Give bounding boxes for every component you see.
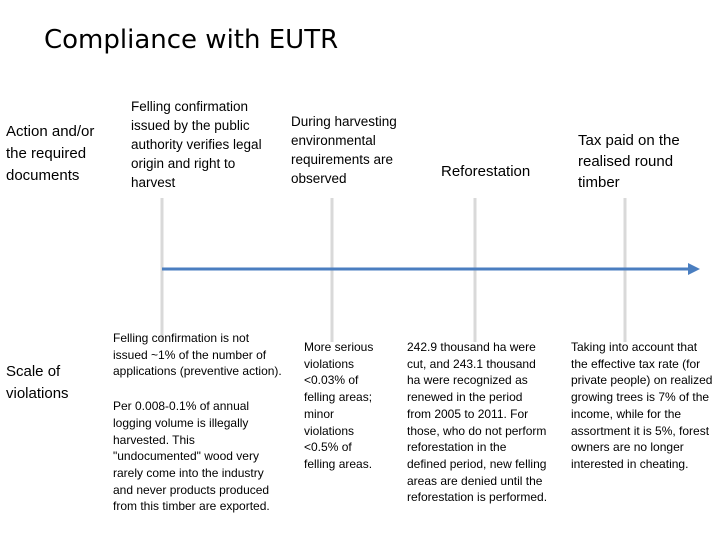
stage-2-violations-p1: More serious violations <0.03% of fellin…: [304, 340, 374, 471]
stage-4-action: Tax paid on the realised round timber: [578, 132, 680, 191]
stage-3-violations-p1: 242.9 thousand ha were cut, and 243.1 th…: [407, 340, 548, 505]
stage-4-violations: Taking into account that the effective t…: [571, 339, 717, 473]
row-label-action: Action and/or the required documents: [6, 123, 95, 184]
stage-4-violations-p1: Taking into account that the effective t…: [571, 340, 713, 471]
stage-2-action: During harvesting environmental requirem…: [291, 114, 397, 186]
stage-3-violations: 242.9 thousand ha were cut, and 243.1 th…: [407, 339, 549, 506]
row-label-scale: Scale of violations: [6, 363, 69, 402]
stage-3-action: Reforestation: [441, 163, 531, 180]
stage-1-violations: Felling confirmation is not issued ~1% o…: [113, 330, 285, 515]
stage-1-violations-p1: Felling confirmation is not issued ~1% o…: [113, 331, 282, 379]
stage-1-violations-p2: Per 0.008-0.1% of annual logging volume …: [113, 399, 270, 514]
stage-1-action: Felling confirmation issued by the publi…: [131, 99, 262, 190]
stage-2-violations: More serious violations <0.03% of fellin…: [304, 339, 386, 473]
timeline-arrow-head: [688, 263, 700, 275]
page-title: Compliance with EUTR: [44, 25, 339, 55]
